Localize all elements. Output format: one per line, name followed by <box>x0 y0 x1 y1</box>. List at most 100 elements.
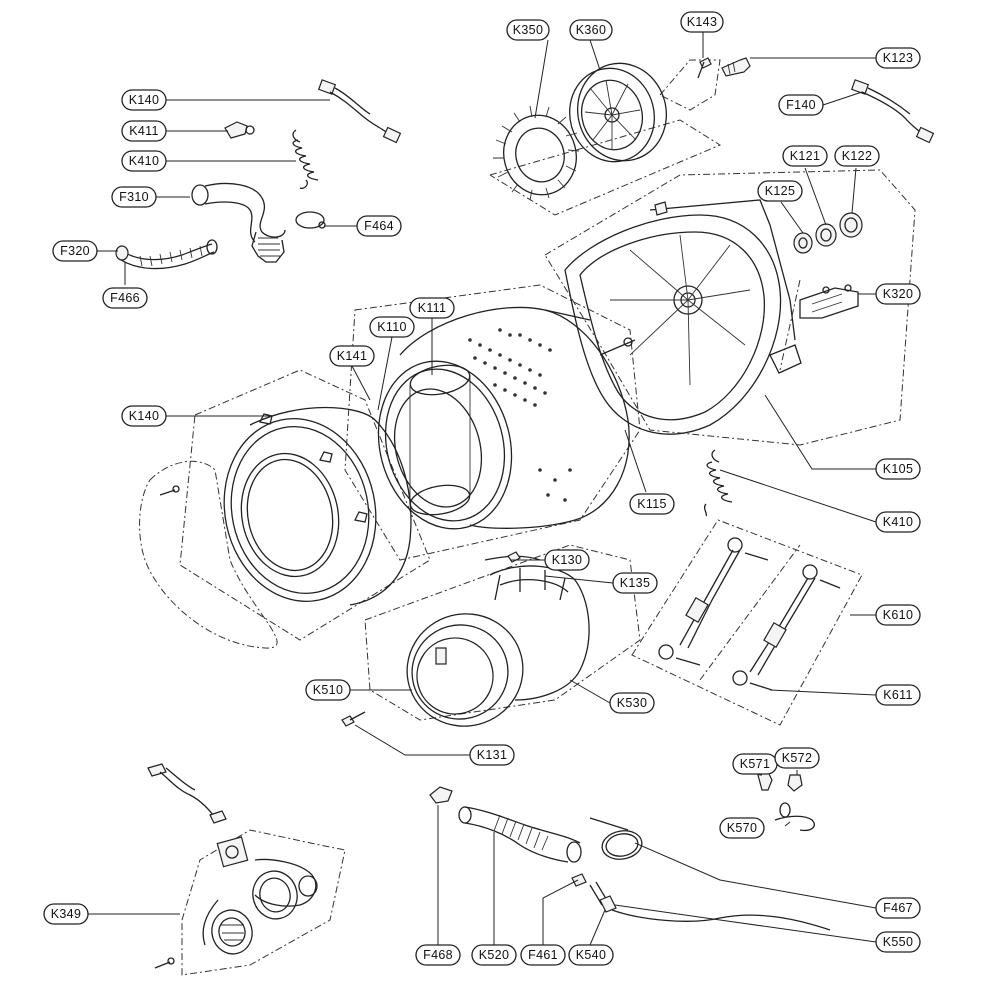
label-k410-top: K410 <box>121 150 167 172</box>
label-k411-text: K411 <box>129 124 158 138</box>
label-k510-text: K510 <box>313 683 343 697</box>
label-k320: K320 <box>875 283 921 305</box>
part-bellows-k530 <box>489 565 590 701</box>
part-screw-k131 <box>341 711 366 727</box>
label-k123: K123 <box>875 47 921 69</box>
label-k140-mid-text: K140 <box>129 409 159 423</box>
label-k571: K571 <box>732 753 778 775</box>
label-f461-text: F461 <box>528 948 558 962</box>
part-clamp-f467 <box>589 817 643 860</box>
label-k125: K125 <box>757 180 803 202</box>
part-screw-k143 <box>697 57 712 79</box>
label-k570: K570 <box>719 817 765 839</box>
label-f467-text: F467 <box>883 901 913 915</box>
label-k122-text: K122 <box>842 149 872 163</box>
label-k349: K349 <box>43 903 89 925</box>
part-clamp-f464 <box>295 211 326 229</box>
label-k350-text: K350 <box>513 23 543 37</box>
label-k550-text: K550 <box>883 935 913 949</box>
label-k141: K141 <box>329 345 375 367</box>
label-f310: F310 <box>111 186 157 208</box>
label-k105-text: K105 <box>883 462 913 476</box>
label-k110-text: K110 <box>377 320 406 334</box>
part-spring-k410-mid <box>703 449 733 517</box>
label-k571-text: K571 <box>740 757 770 771</box>
label-k410-top-text: K410 <box>129 154 159 168</box>
part-clip-f468 <box>429 786 453 804</box>
label-k135: K135 <box>612 572 658 594</box>
label-k320-text: K320 <box>883 287 913 301</box>
leader-lines <box>88 30 877 946</box>
group-outlines <box>139 59 916 976</box>
part-bolt-k123 <box>721 57 751 77</box>
part-tub-rear-k105 <box>564 199 802 435</box>
label-k140-mid: K140 <box>121 405 167 427</box>
label-k122: K122 <box>834 145 880 167</box>
label-k360-text: K360 <box>576 23 606 37</box>
label-k520-text: K520 <box>479 948 509 962</box>
part-rotor-k350 <box>493 105 580 201</box>
label-k572: K572 <box>774 747 820 769</box>
label-k540: K540 <box>568 944 614 966</box>
part-pump-k349 <box>147 763 318 969</box>
label-k411: K411 <box>121 120 167 142</box>
part-hose-f310 <box>191 182 286 263</box>
label-k611: K611 <box>875 684 921 706</box>
label-f320: F320 <box>52 240 98 262</box>
label-k135-text: K135 <box>620 576 650 590</box>
drum-hole-pattern <box>468 328 572 502</box>
part-bearings <box>793 212 863 254</box>
label-k123-text: K123 <box>883 51 913 65</box>
label-k121-text: K121 <box>790 149 820 163</box>
label-f320-text: F320 <box>60 244 90 258</box>
label-f468-text: F468 <box>423 948 453 962</box>
label-k115-text: K115 <box>637 497 666 511</box>
part-k571-k572-k570 <box>757 771 815 832</box>
label-k520: K520 <box>471 944 517 966</box>
part-bracket-k320 <box>799 284 859 319</box>
label-k530: K530 <box>609 692 655 714</box>
label-f310-text: F310 <box>119 190 149 204</box>
label-k570-text: K570 <box>727 821 757 835</box>
part-sensor-k540 <box>571 873 617 913</box>
part-screw-front <box>159 485 180 496</box>
label-f464-text: F464 <box>364 219 394 233</box>
label-f468: F468 <box>415 944 461 966</box>
label-f140-text: F140 <box>786 98 816 112</box>
part-hose-k520 <box>458 806 582 863</box>
part-pins-k611 <box>675 552 841 691</box>
label-k410-mid: K410 <box>875 511 921 533</box>
label-f461: F461 <box>520 944 566 966</box>
part-drum-k110 <box>377 306 636 530</box>
label-k131-text: K131 <box>477 748 507 762</box>
label-k121: K121 <box>782 145 828 167</box>
label-k130: K130 <box>544 549 590 571</box>
label-k131: K131 <box>469 744 515 766</box>
label-k130-text: K130 <box>552 553 582 567</box>
label-k540-text: K540 <box>576 948 606 962</box>
part-damper-k610 <box>658 537 818 686</box>
label-k349-text: K349 <box>51 907 81 921</box>
part-gasket-k510 <box>406 613 524 727</box>
part-lifter-k111 <box>409 364 471 516</box>
label-k110: K110 <box>369 316 415 338</box>
part-harness-k140 <box>317 79 402 144</box>
label-f466: F466 <box>102 287 148 309</box>
label-k141-text: K141 <box>337 349 367 363</box>
label-k360: K360 <box>569 19 613 41</box>
label-k510: K510 <box>305 679 351 701</box>
label-k610: K610 <box>875 604 921 626</box>
part-spring-k410 <box>292 129 319 190</box>
label-f466-text: F466 <box>110 291 140 305</box>
label-k530-text: K530 <box>617 696 647 710</box>
label-k350: K350 <box>506 19 550 41</box>
label-k610-text: K610 <box>883 608 913 622</box>
label-k611-text: K611 <box>883 688 912 702</box>
label-f464: F464 <box>356 215 402 237</box>
part-tub-front-k140 <box>223 406 412 606</box>
label-k143-text: K143 <box>687 15 717 29</box>
label-f467: F467 <box>875 897 921 919</box>
label-k115: K115 <box>629 493 675 515</box>
label-k410-mid-text: K410 <box>883 515 913 529</box>
